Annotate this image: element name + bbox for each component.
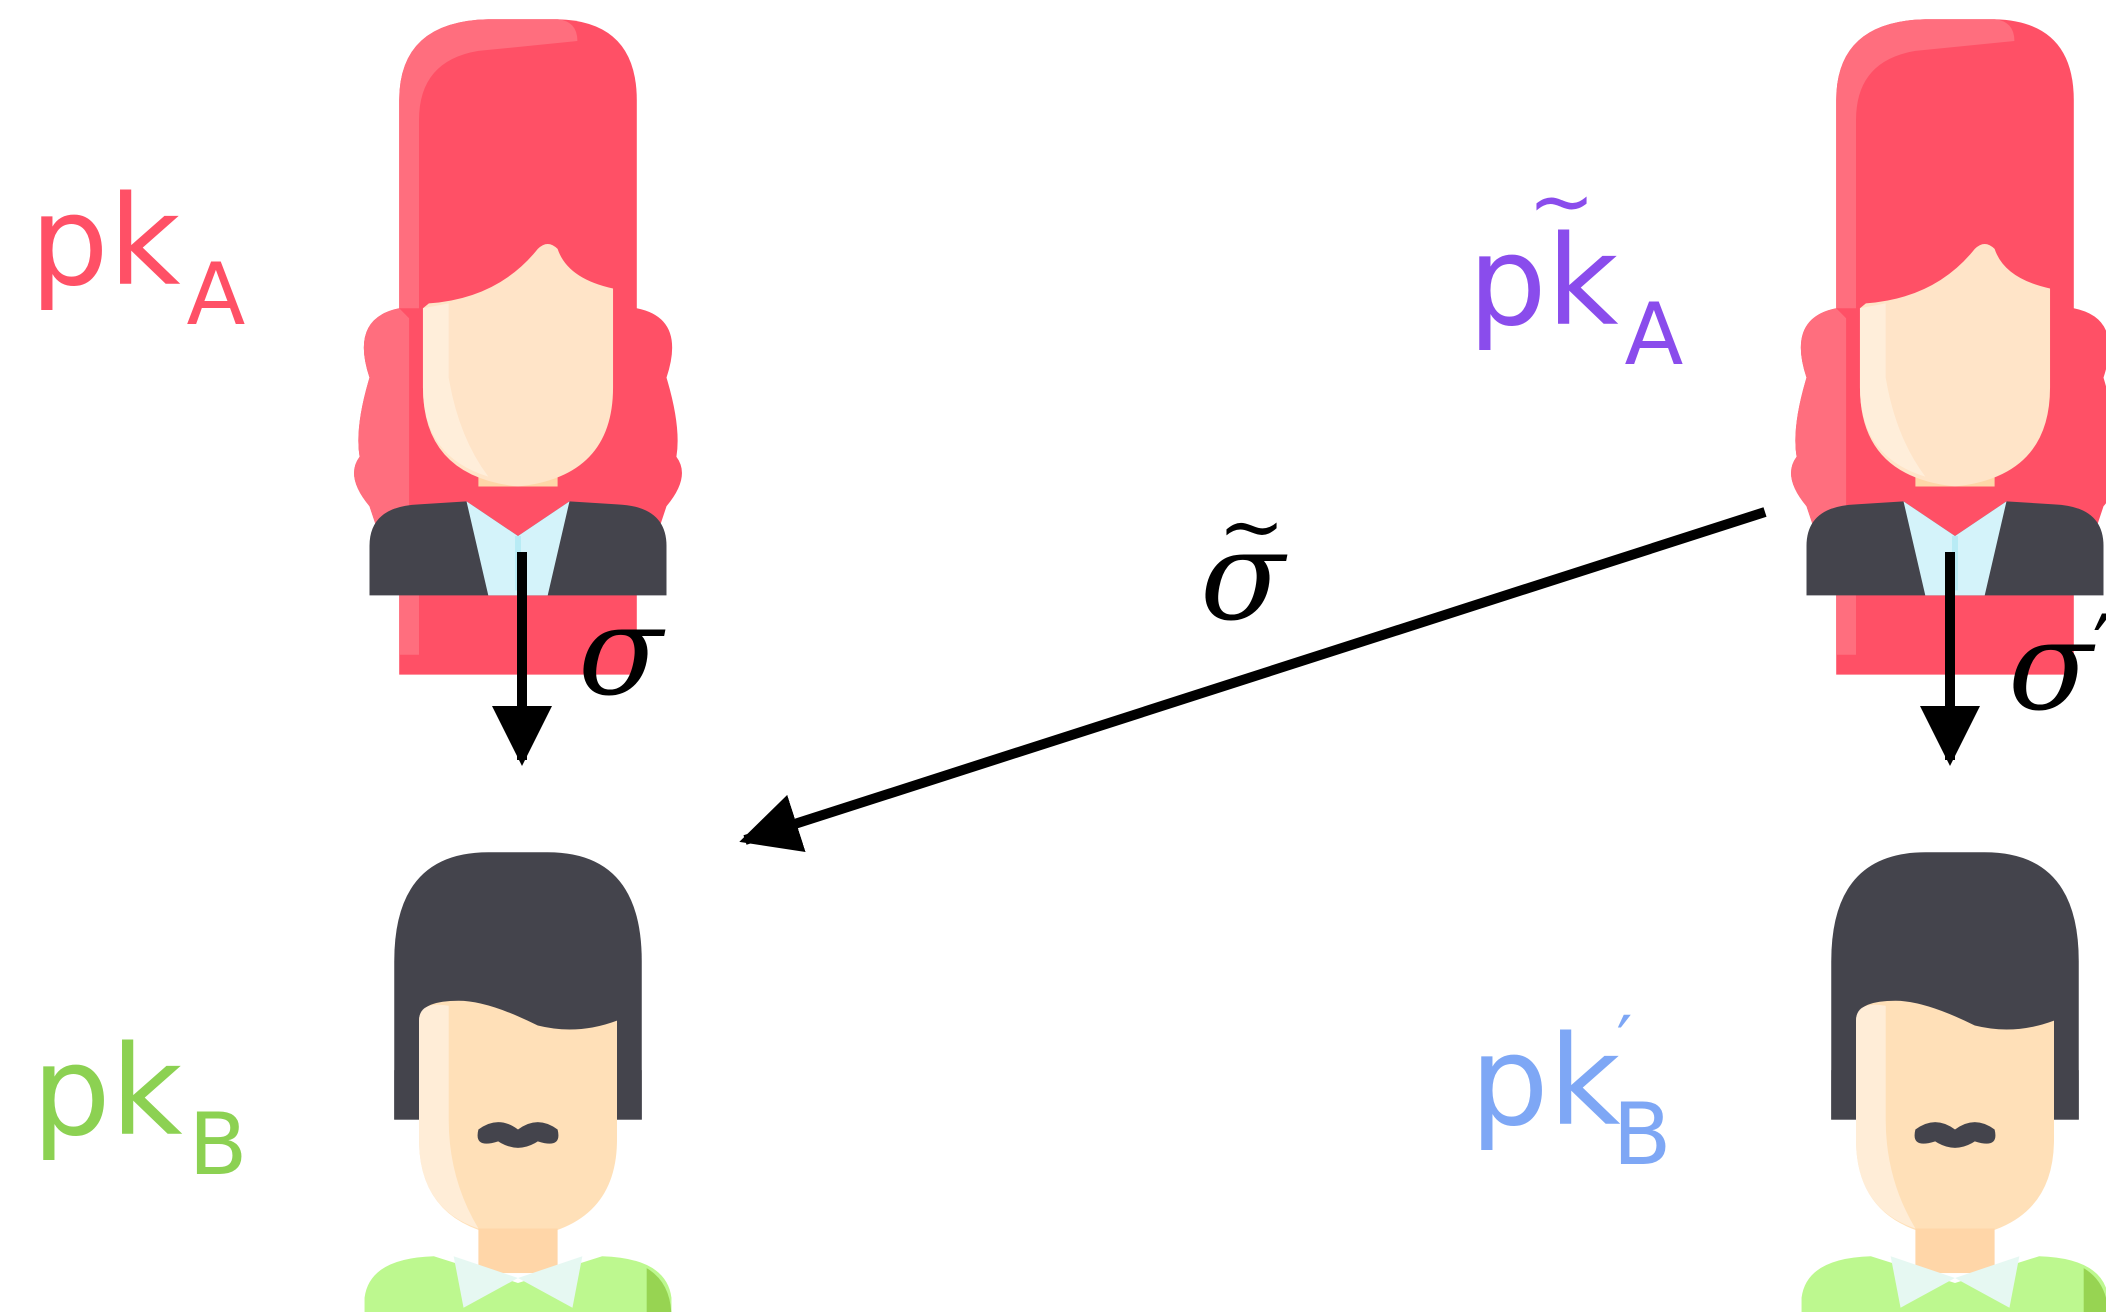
key-label-bob-1: pkB	[32, 1020, 248, 1195]
arrow-sigma-tilde	[739, 507, 1767, 853]
man-avatar	[364, 852, 672, 1312]
edge-label-sigma-prime: σ′	[2008, 595, 2106, 739]
key-label-alice-2: ~ pkA	[1468, 155, 1684, 385]
key-label-alice-1: pkA	[30, 170, 246, 345]
edge-label-sigma-tilde: ~ σ	[1200, 480, 1286, 649]
man-avatar	[1801, 852, 2106, 1312]
key-label-bob-2: pk′B	[1470, 1001, 1672, 1185]
edge-label-sigma: σ	[578, 580, 663, 724]
